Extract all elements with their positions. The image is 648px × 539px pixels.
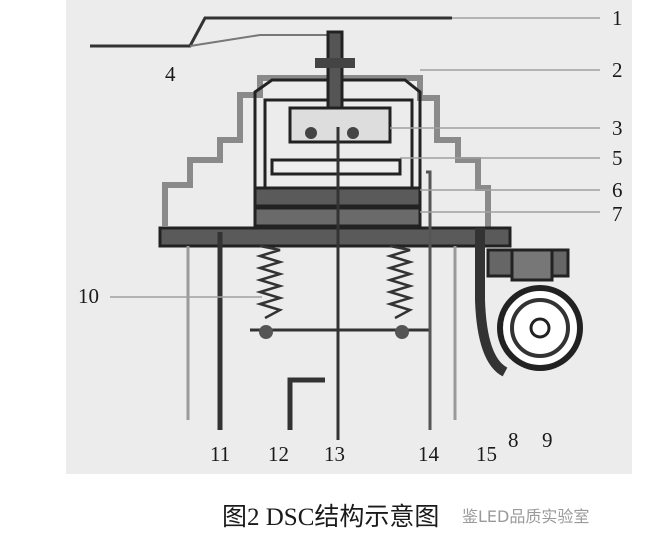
- component-5: [270, 158, 402, 176]
- label-1: 1: [612, 6, 623, 30]
- label-10: 10: [78, 284, 99, 308]
- label-7: 7: [612, 202, 623, 226]
- spring-left: [255, 244, 285, 320]
- dsc-structure-diagram: [90, 16, 600, 440]
- terminal-screw: [510, 248, 554, 282]
- figure-caption: 图2 DSC结构示意图: [222, 504, 440, 531]
- ring-9-hole: [529, 317, 551, 339]
- screw-right: [395, 325, 409, 339]
- ring-9-mid: [510, 298, 570, 358]
- label-12: 12: [268, 442, 289, 466]
- bracket-15: [475, 228, 508, 377]
- contact-right: [347, 127, 359, 139]
- watermark: 鉴LED品质实验室: [462, 507, 590, 526]
- label-4: 4: [165, 62, 176, 86]
- label-5: 5: [612, 146, 623, 170]
- component-3: [288, 106, 392, 144]
- label-3: 3: [612, 116, 623, 140]
- lead-wire-4: [189, 34, 330, 47]
- spring-right: [385, 244, 415, 320]
- label-13: 13: [324, 442, 345, 466]
- contact-left: [305, 127, 317, 139]
- label-2: 2: [612, 58, 623, 82]
- label-8: 8: [508, 428, 519, 452]
- screw-left: [259, 325, 273, 339]
- label-9: 9: [542, 428, 553, 452]
- lead-12: [287, 377, 325, 430]
- label-11: 11: [210, 442, 231, 466]
- base-plate: [158, 226, 512, 248]
- label-15: 15: [476, 442, 497, 466]
- label-6: 6: [612, 178, 623, 202]
- label-14: 14: [418, 442, 439, 466]
- stem-flange: [315, 58, 355, 68]
- lead-14: [426, 170, 432, 430]
- top-lead-wire: [90, 16, 452, 48]
